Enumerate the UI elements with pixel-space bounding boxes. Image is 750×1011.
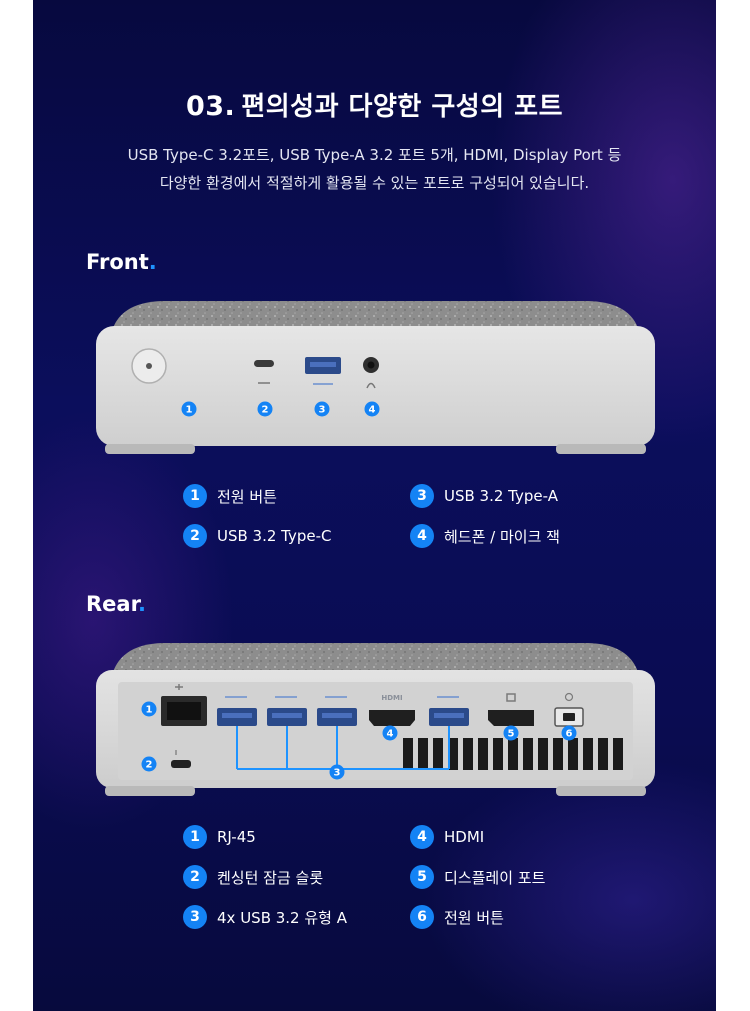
front-legend-item-2: 2 USB 3.2 Type-C (183, 523, 332, 549)
legend-badge: 3 (183, 905, 207, 929)
section-heading: 편의성과 다양한 구성의 포트 (241, 92, 564, 122)
svg-text:1: 1 (186, 405, 193, 416)
legend-text: 4x USB 3.2 유형 A (217, 908, 348, 927)
legend-badge: 4 (410, 825, 434, 849)
dc-power-port-icon (554, 692, 584, 727)
legend-text: 전원 버튼 (444, 908, 504, 927)
rear-legend-item-2: 2 켄싱턴 잠금 슬롯 (183, 864, 323, 890)
svg-text:2: 2 (146, 760, 153, 771)
usb-a-port-icon (217, 696, 257, 726)
product-panel: 03.편의성과 다양한 구성의 포트 USB Type-C 3.2포트, USB… (33, 0, 716, 1011)
rear-legend-item-3: 3 4x USB 3.2 유형 A (183, 904, 347, 930)
rear-legend-item-5: 5 디스플레이 포트 (410, 864, 545, 890)
svg-text:4: 4 (387, 729, 394, 740)
usb-a-port-icon (267, 696, 307, 726)
vent-grille (403, 738, 623, 770)
usb-c-port-icon (254, 360, 274, 384)
legend-text: USB 3.2 Type-C (217, 527, 332, 545)
svg-text:1: 1 (146, 705, 153, 716)
section-number: 03. (185, 91, 236, 122)
front-section-label: Front. (86, 250, 157, 274)
power-button-icon (131, 348, 167, 384)
legend-text: 전원 버튼 (217, 487, 277, 506)
front-callout-3: 3 (314, 401, 330, 417)
legend-badge: 5 (410, 865, 434, 889)
legend-text: 디스플레이 포트 (444, 868, 546, 887)
rear-callout-4: 4 (382, 725, 398, 741)
rear-callout-5: 5 (503, 725, 519, 741)
svg-text:3: 3 (319, 405, 326, 416)
rear-callout-3: 3 (329, 764, 345, 780)
svg-text:3: 3 (334, 768, 341, 779)
rear-legend-item-1: 1 RJ-45 (183, 824, 256, 850)
legend-badge: 4 (410, 524, 434, 548)
rear-legend-item-4: 4 HDMI (410, 824, 484, 850)
legend-text: 헤드폰 / 마이크 잭 (444, 527, 560, 546)
rear-device-image: HDMI 1 2 3 (96, 643, 655, 796)
rear-callout-2: 2 (141, 756, 157, 772)
front-legend-item-1: 1 전원 버튼 (183, 483, 277, 509)
legend-text: USB 3.2 Type-A (444, 487, 558, 505)
legend-text: RJ-45 (217, 828, 256, 846)
usb-connector-lines (236, 726, 450, 770)
front-callout-4: 4 (364, 401, 380, 417)
legend-text: 켄싱턴 잠금 슬롯 (217, 868, 324, 887)
subtitle-line-1: USB Type-C 3.2포트, USB Type-A 3.2 포트 5개, … (127, 146, 622, 164)
front-device-image: 1 2 3 4 (96, 301, 655, 454)
svg-text:5: 5 (508, 729, 515, 740)
hdmi-port-icon: HDMI (369, 694, 415, 726)
rear-callout-1: 1 (141, 701, 157, 717)
rear-callout-6: 6 (561, 725, 577, 741)
front-legend-item-4: 4 헤드폰 / 마이크 잭 (410, 523, 560, 549)
svg-text:4: 4 (369, 405, 376, 416)
rear-section-label: Rear. (86, 592, 146, 616)
section-title: 03.편의성과 다양한 구성의 포트 (33, 86, 716, 123)
legend-badge: 1 (183, 484, 207, 508)
ethernet-port-icon (161, 684, 207, 726)
usb-a-port-icon (317, 696, 357, 726)
legend-badge: 6 (410, 905, 434, 929)
svg-text:HDMI: HDMI (381, 694, 402, 702)
legend-badge: 3 (410, 484, 434, 508)
kensington-slot-icon (171, 750, 191, 768)
front-legend-item-3: 3 USB 3.2 Type-A (410, 483, 558, 509)
subtitle-line-2: 다양한 환경에서 적절하게 활용될 수 있는 포트로 구성되어 있습니다. (159, 174, 590, 192)
audio-jack-icon (363, 357, 379, 389)
front-callout-2: 2 (257, 401, 273, 417)
legend-text: HDMI (444, 828, 485, 846)
usb-a-port-icon (429, 696, 469, 726)
legend-badge: 2 (183, 524, 207, 548)
legend-badge: 2 (183, 865, 207, 889)
usb-a-port-icon (305, 357, 341, 385)
legend-badge: 1 (183, 825, 207, 849)
front-callout-1: 1 (181, 401, 197, 417)
display-port-icon (488, 693, 534, 726)
rear-legend-item-6: 6 전원 버튼 (410, 904, 504, 930)
svg-text:6: 6 (566, 729, 573, 740)
svg-text:2: 2 (262, 405, 269, 416)
